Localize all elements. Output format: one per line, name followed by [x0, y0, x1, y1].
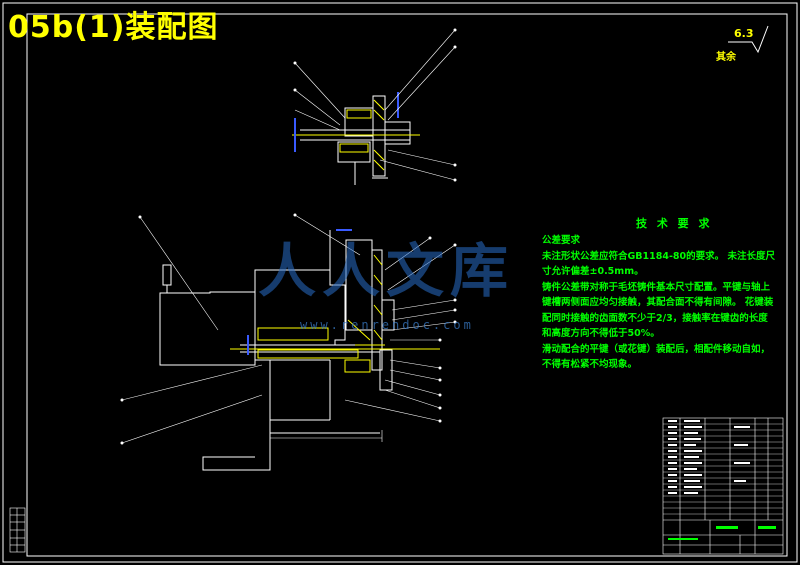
tech-line: 铸件公差带对称于毛坯铸件基本尺寸配置。平键与轴上键槽两侧面应均匀接触，其配合面不…: [542, 281, 774, 340]
main-leader-dots: [120, 213, 457, 445]
top-assembly-view: [300, 95, 411, 185]
main-dimension-lines: [269, 430, 383, 442]
main-assembly-hatch: [230, 254, 440, 373]
tech-line: 滑动配合的平键（或花键）装配后，相配件移动自如，不得有松紧不均现象。: [542, 343, 771, 371]
title-block: [662, 417, 784, 555]
title-block-marks: [668, 420, 750, 494]
roughness-symbol: [728, 25, 769, 54]
top-assembly-hatch: [292, 99, 420, 171]
tech-requirements-title: 技 术 要 求: [636, 217, 713, 230]
top-leader-lines: [294, 29, 456, 181]
main-leader-lines: [121, 214, 456, 444]
tech-line: 未注形状公差应符合GB1184-80的要求。 未注长度尺寸允许偏差±0.5mm。: [542, 250, 775, 278]
watermark-url: www.renrendoc.com: [300, 318, 474, 332]
watermark-text: 人人文库: [258, 237, 515, 305]
binding-strip-table: [9, 507, 26, 553]
tech-line: 公差要求: [542, 235, 581, 246]
top-leader-dots: [293, 28, 457, 182]
main-assembly-dimensions: [247, 229, 352, 355]
title-block-rows: [663, 423, 783, 515]
roughness-value: 6.3: [734, 27, 754, 40]
drawing-title: 05b(1)装配图: [8, 10, 219, 45]
top-assembly-dimensions: [294, 92, 399, 152]
roughness-label: 其余: [716, 52, 736, 63]
tech-requirements-text: 公差要求 未注形状公差应符合GB1184-80的要求。 未注长度尺寸允许偏差±0…: [542, 233, 777, 373]
inner-frame: [26, 13, 788, 557]
title-block-green-marks: [668, 526, 776, 540]
